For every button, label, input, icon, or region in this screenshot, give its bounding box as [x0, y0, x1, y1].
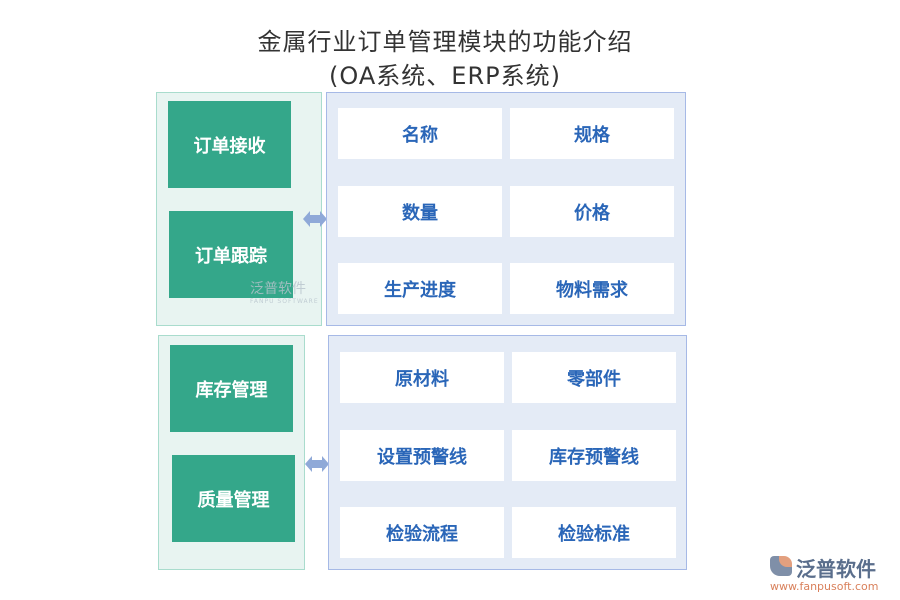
feature-cell: 名称: [338, 108, 502, 159]
feature-cell: 零部件: [512, 352, 676, 403]
module-inventory: 库存管理: [170, 345, 293, 432]
feature-cell: 检验流程: [340, 507, 504, 558]
double-arrow-icon: [303, 211, 327, 227]
logo-icon-accent: [779, 556, 792, 567]
watermark-sub: FANPU SOFTWARE: [250, 298, 319, 305]
logo-name: 泛普软件: [796, 557, 876, 581]
title-line-2: (OA系统、ERP系统): [329, 62, 561, 90]
feature-cell: 检验标准: [512, 507, 676, 558]
module-order-receive: 订单接收: [168, 101, 291, 188]
feature-cell: 物料需求: [510, 263, 674, 314]
brand-logo: 泛普软件 www.fanpusoft.com: [770, 553, 878, 593]
title-line-1: 金属行业订单管理模块的功能介绍: [257, 28, 633, 56]
feature-cell: 原材料: [340, 352, 504, 403]
feature-cell: 规格: [510, 108, 674, 159]
module-quality: 质量管理: [172, 455, 295, 542]
watermark-name: 泛普软件: [250, 281, 306, 297]
module-order-tracking: 订单跟踪: [169, 211, 293, 298]
feature-cell: 价格: [510, 186, 674, 237]
logo-url: www.fanpusoft.com: [770, 580, 879, 593]
feature-cell: 库存预警线: [512, 430, 676, 481]
double-arrow-icon: [305, 456, 329, 472]
feature-cell: 设置预警线: [340, 430, 504, 481]
feature-cell: 数量: [338, 186, 502, 237]
feature-cell: 生产进度: [338, 263, 502, 314]
